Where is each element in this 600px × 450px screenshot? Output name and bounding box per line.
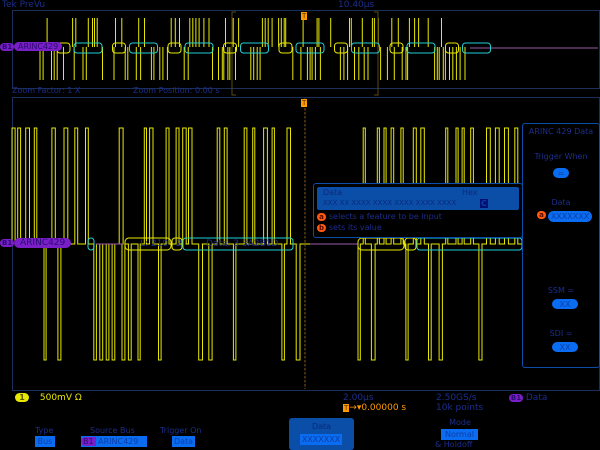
mode-button[interactable]: Normal (441, 429, 478, 440)
bus-badge: B1 (0, 239, 15, 247)
channel1-badge: 1 (15, 393, 29, 402)
overview-bus-data-segment (73, 42, 103, 54)
trigger-on-label: Trigger On (160, 426, 202, 435)
horizontal-scale: 2.00µs (343, 393, 374, 403)
knob-b-icon: b (317, 224, 326, 232)
channel1-scale: 500mV Ω (39, 393, 82, 403)
channel1-waveform (11, 127, 598, 361)
bus-label-segment (357, 237, 405, 251)
overview-bus-data-segment (351, 42, 380, 54)
bus-segment-data: Data: 3 3A2B1D (206, 239, 279, 249)
overview-bus-label-segment (167, 42, 182, 54)
overview-bus-label-segment (278, 42, 293, 54)
trigger-on-button[interactable]: Data (172, 436, 195, 447)
record-time: 10.40µs (338, 0, 375, 10)
type-label: Type (35, 426, 54, 435)
zoom-position: Zoom Position: 0.00 s (133, 86, 220, 95)
overview-trigger-marker: T (301, 12, 308, 20)
trigger-position-marker[interactable]: T (301, 99, 308, 107)
data-format-label: Hex (462, 188, 478, 197)
overview-bus-data-segment (295, 42, 325, 54)
side-menu-title: ARINC 429 Data (528, 127, 594, 136)
data-entry-popup: Data Hex XXX XX XXXX XXXX XXXX XXXX XXXX… (313, 183, 523, 238)
overview-bus-label-segment (334, 42, 348, 54)
data-label: Data (551, 198, 571, 207)
hint-b: b sets its value (317, 223, 382, 232)
bus-parity-segment (404, 237, 417, 251)
overview-bus-label: ARINC429 (14, 42, 63, 51)
overview-bus-data-segment (184, 42, 214, 54)
data-value-text: XXX XX XXXX XXXX XXXX XXXX XXXX (323, 199, 457, 207)
trigger-when-label: Trigger When (534, 152, 588, 161)
zoom-factor: Zoom Factor: 1 X (12, 86, 81, 95)
overview-bus-badge: B1 (0, 43, 15, 51)
overview-bus-label-segment (112, 42, 126, 54)
ssm-label: SSM = (547, 286, 575, 295)
data-value-button[interactable]: XXXXXXX (548, 211, 592, 222)
side-menu: ARINC 429 Data Trigger When = Data a XXX… (522, 123, 600, 368)
overview-bus-data-segment (406, 42, 436, 54)
trigger-icon: T (343, 404, 350, 412)
data-entry-field[interactable]: Data Hex XXX XX XXXX XXXX XXXX XXXX XXXX… (317, 187, 519, 210)
record-length: 10k points (436, 403, 484, 413)
data-menu-button[interactable]: Data XXXXXXX (289, 418, 354, 450)
type-button[interactable]: Bus (35, 436, 55, 447)
overview-bus-label-segment (223, 42, 237, 54)
sdi-label: SDI = (549, 329, 573, 338)
channel1-status[interactable]: 1 500mV Ω (15, 393, 82, 403)
edit-cursor[interactable]: C (480, 199, 488, 208)
bus-segment-label: L: 210 (140, 239, 169, 249)
prevu-label: Tek PreVu (2, 0, 46, 10)
bus-label: ARINC429 (14, 238, 72, 248)
overview-bus-label-segment (445, 42, 459, 54)
overview-bus-data-segment (240, 42, 269, 54)
sdi-button[interactable]: XX (552, 342, 578, 352)
overview-bus-label-segment (389, 42, 404, 54)
bus-segment-parity: 2 (176, 239, 182, 249)
bus-gap-segment (87, 237, 95, 251)
ssm-button[interactable]: XX (552, 299, 578, 309)
data-field-label: Data (323, 188, 343, 197)
trigger-when-button[interactable]: = (553, 168, 569, 178)
source-bus-label: Source Bus (90, 426, 135, 435)
mode-label: Mode (449, 418, 471, 427)
holdoff-label: & Holdoff (435, 440, 473, 449)
overview-bus-data-segment (462, 42, 491, 54)
sample-rate: 2.50GS/s (436, 393, 477, 403)
bus-label-segment (124, 237, 172, 251)
bus-trigger-status: B1 Data (509, 393, 548, 403)
source-bus-button[interactable]: B1 ARINC429 (81, 436, 147, 447)
hint-a: a selects a feature to be input (317, 212, 442, 222)
overview-waveform (39, 18, 466, 80)
knob-a-icon: a (537, 211, 546, 219)
trigger-position: T→▾0.00000 s (343, 403, 407, 413)
knob-a-icon: a (317, 213, 326, 221)
bus-parity-segment (171, 237, 183, 251)
overview-bus-data-segment (129, 42, 158, 54)
bus-data-segment (182, 237, 294, 251)
